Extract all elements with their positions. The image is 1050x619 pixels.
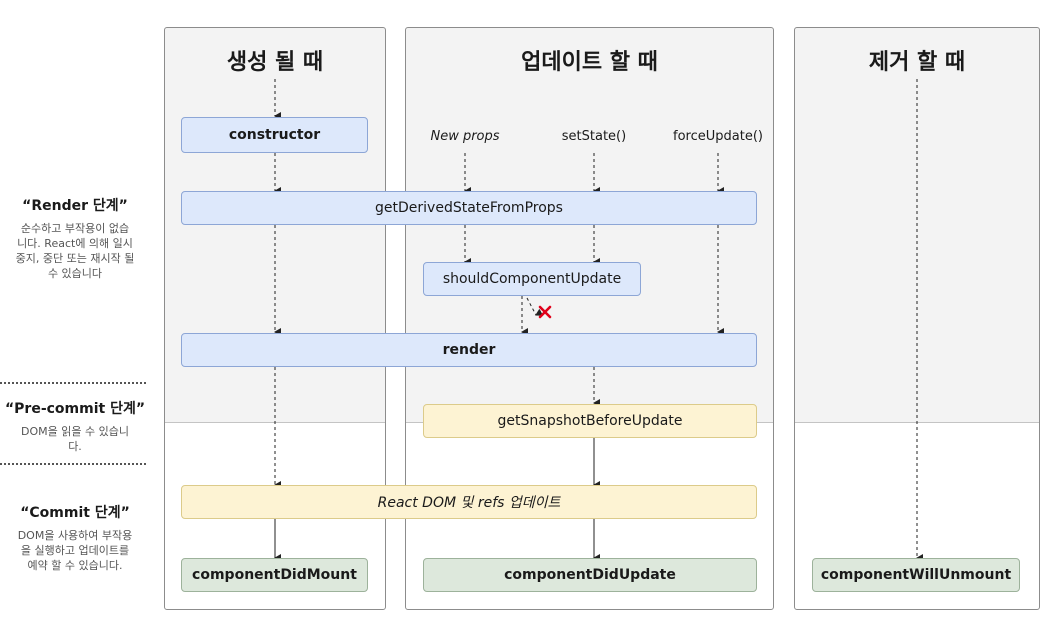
component-did-mount-box: componentDidMount <box>181 558 368 592</box>
should-component-update-box: shouldComponentUpdate <box>423 262 641 296</box>
column-phase-divider <box>795 422 1039 423</box>
commit-phase-desc-line: 예약 할 수 있습니다. <box>27 559 123 572</box>
precommit-phase-description: DOM을 읽을 수 있습니 다. <box>0 424 150 454</box>
phase-divider <box>0 463 146 465</box>
commit-phase-label: “Commit 단계” DOM을 사용하여 부작용 을 실행하고 업데이트를 예… <box>0 502 150 573</box>
updating-column: 업데이트 할 때 <box>405 27 774 610</box>
column-phase-divider <box>165 422 385 423</box>
mounting-column: 생성 될 때 <box>164 27 386 610</box>
unmounting-column-title: 제거 할 때 <box>868 50 966 75</box>
force-update-label: forceUpdate() <box>673 129 763 144</box>
get-derived-state-box: getDerivedStateFromProps <box>181 191 757 225</box>
render-phase-title: “Render 단계” <box>22 198 128 214</box>
render-phase-label: “Render 단계” 순수하고 부작용이 없습 니다. React에 의해 일… <box>0 195 150 281</box>
mounting-column-title: 생성 될 때 <box>226 50 324 75</box>
component-did-update-box: componentDidUpdate <box>423 558 757 592</box>
precommit-phase-desc-line: 다. <box>68 440 82 453</box>
precommit-phase-title: “Pre-commit 단계” <box>4 401 146 417</box>
render-phase-description: 순수하고 부작용이 없습 니다. React에 의해 일시 중지, 중단 또는 … <box>0 221 150 281</box>
render-box: render <box>181 333 757 367</box>
commit-phase-title: “Commit 단계” <box>20 505 130 521</box>
new-props-label: New props <box>430 129 500 144</box>
react-dom-update-box: React DOM 및 refs 업데이트 <box>181 485 757 519</box>
render-phase-desc-line: 니다. React에 의해 일시 <box>17 237 133 250</box>
commit-phase-desc-line: 을 실행하고 업데이트를 <box>20 544 130 557</box>
commit-phase-description: DOM을 사용하여 부작용 을 실행하고 업데이트를 예약 할 수 있습니다. <box>0 528 150 573</box>
updating-column-title: 업데이트 할 때 <box>521 50 658 75</box>
component-will-unmount-box: componentWillUnmount <box>812 558 1020 592</box>
set-state-label: setState() <box>561 129 627 144</box>
get-snapshot-box: getSnapshotBeforeUpdate <box>423 404 757 438</box>
precommit-phase-label: “Pre-commit 단계” DOM을 읽을 수 있습니 다. <box>0 398 150 454</box>
constructor-box: constructor <box>181 117 368 153</box>
phase-divider <box>0 382 146 384</box>
unmounting-column: 제거 할 때 <box>794 27 1040 610</box>
precommit-phase-desc-line: DOM을 읽을 수 있습니 <box>21 425 129 438</box>
render-phase-desc-line: 순수하고 부작용이 없습 <box>20 222 130 235</box>
commit-phase-desc-line: DOM을 사용하여 부작용 <box>17 529 133 542</box>
render-phase-desc-line: 중지, 중단 또는 재시작 될 <box>15 252 135 265</box>
render-phase-desc-line: 수 있습니다 <box>47 267 103 280</box>
